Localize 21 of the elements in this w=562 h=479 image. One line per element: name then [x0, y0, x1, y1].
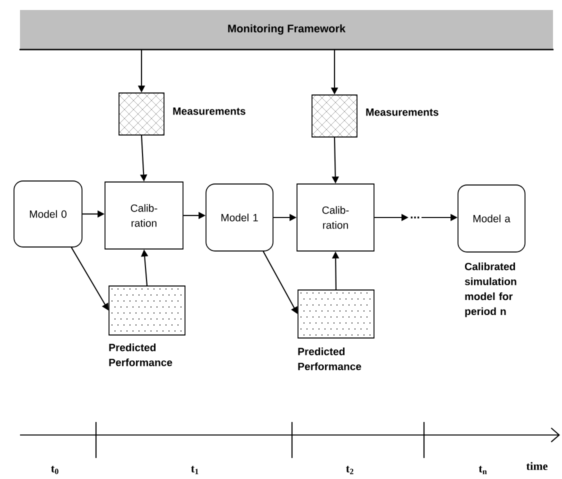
- ellipsis: ...: [410, 216, 420, 218]
- model-box: Model 1: [206, 184, 274, 252]
- dotted-box: [108, 286, 186, 336]
- dotted-box: [298, 290, 374, 338]
- node-caption: Measurements: [366, 108, 438, 116]
- process-box: Calib- ration: [104, 182, 184, 250]
- model-box: Model 0: [14, 180, 82, 248]
- axis-label: t$_{0}$: [51, 466, 58, 474]
- process-box: Calib- ration: [296, 184, 374, 252]
- banner-bar: Monitoring Framework: [19, 10, 554, 50]
- axis-label: t$_{2}$: [346, 466, 354, 474]
- model-box: Model a: [458, 184, 526, 252]
- hatched-box: [118, 92, 164, 136]
- axis-label: time: [526, 462, 548, 470]
- hatched-box: [312, 94, 358, 138]
- node-caption: Calibrated simulation model for period n: [464, 262, 516, 318]
- axis-label: t$_{n}$: [478, 466, 487, 474]
- node-caption: Predicted Performance: [298, 348, 362, 370]
- node-caption: Measurements: [173, 108, 246, 115]
- axis-label: t$_{1}$: [191, 466, 198, 474]
- node-caption: Predicted Performance: [109, 344, 172, 366]
